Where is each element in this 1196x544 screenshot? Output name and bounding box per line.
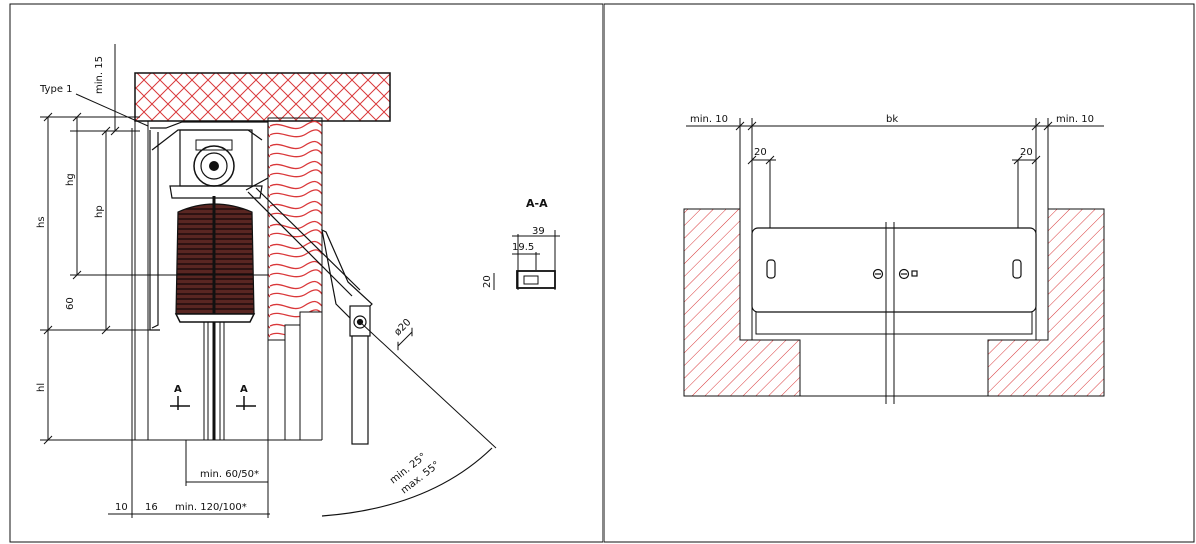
section-195-label: 19.5 <box>512 242 534 253</box>
right-frame <box>604 3 1195 543</box>
section-marker-left: A <box>174 384 182 395</box>
d20-right-label: 20 <box>1020 147 1033 158</box>
motor-head <box>169 129 263 199</box>
min-right-label: min. 10 <box>1056 114 1094 125</box>
min-15-label: min. 15 <box>94 56 105 94</box>
swing-line <box>359 321 497 449</box>
bk-label: bk <box>886 114 898 125</box>
top-dims <box>686 121 1104 165</box>
section-20-label: 20 <box>482 275 493 288</box>
aa-profile <box>493 230 560 290</box>
diameter-dim <box>397 327 413 351</box>
bottom-dims <box>108 128 270 518</box>
guide-gap-label: min. 60/50* <box>200 469 259 480</box>
left-panel: Type 1 min. 15 hs hg hp 60 hl A A 10 16 … <box>9 3 604 543</box>
type-label: Type 1 <box>39 84 73 95</box>
height-ticks <box>43 112 120 445</box>
dim-10-label: 10 <box>115 502 128 513</box>
diameter-label: ø20 <box>392 317 413 338</box>
wood-frame <box>267 117 323 341</box>
right-panel: min. 10 bk min. 10 20 20 <box>604 0 1196 544</box>
left-frame <box>9 3 604 543</box>
lintel-hatched <box>134 72 391 122</box>
height-dims <box>40 44 268 441</box>
swing-arc <box>321 447 493 517</box>
wall-lines <box>134 121 323 441</box>
min-left-label: min. 10 <box>690 114 728 125</box>
dim-16-label: 16 <box>145 502 158 513</box>
top-section-drawing: min. 10 bk min. 10 20 20 <box>604 3 1195 543</box>
bottom-rail <box>174 313 256 323</box>
d20-left-label: 20 <box>754 147 767 158</box>
h60-label: 60 <box>65 297 76 310</box>
hl-label: hl <box>36 383 47 392</box>
side-section-drawing: Type 1 min. 15 hs hg hp 60 hl A A 10 16 … <box>9 3 604 543</box>
section-arrows <box>170 396 256 410</box>
fixtures <box>766 259 1022 280</box>
hp-label: hp <box>94 205 105 218</box>
section-aa-title: A-A <box>526 197 548 210</box>
guide-rail <box>203 322 225 440</box>
section-marker-right: A <box>240 384 248 395</box>
hs-label: hs <box>36 216 47 228</box>
section-39-label: 39 <box>532 226 545 237</box>
dim-width-label: min. 120/100* <box>175 502 247 513</box>
hg-label: hg <box>65 173 76 186</box>
